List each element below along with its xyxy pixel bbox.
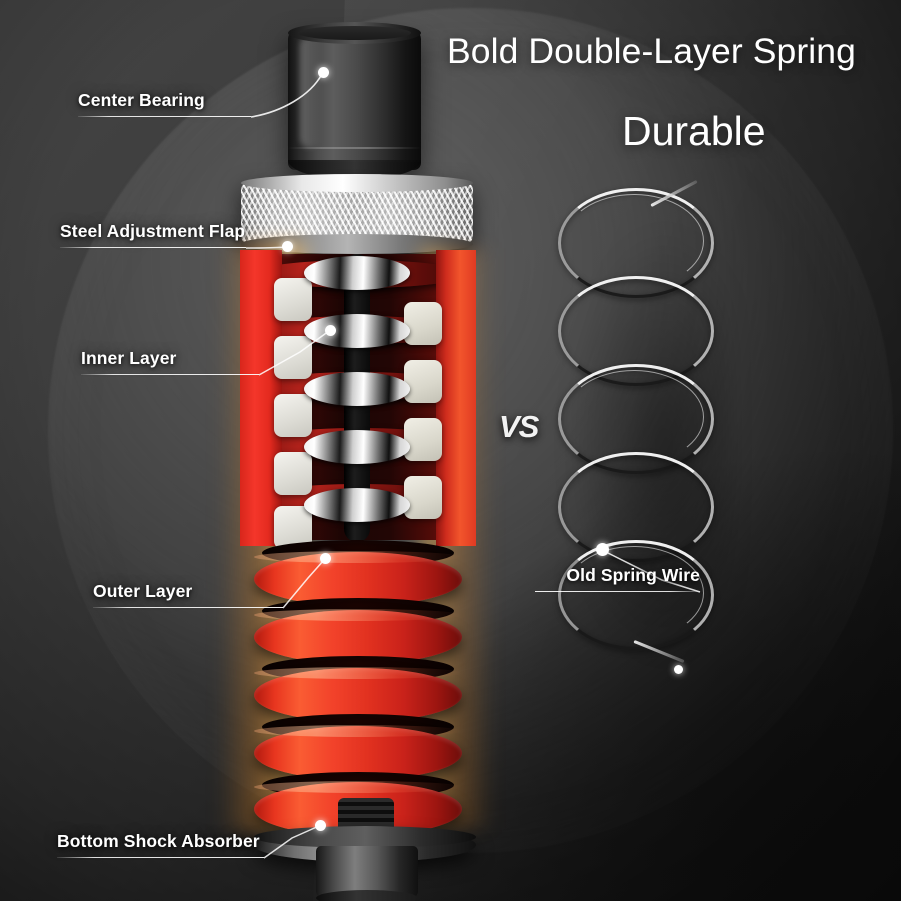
callout-marker-dot <box>319 552 331 564</box>
callout-label: Outer Layer <box>93 581 193 601</box>
callout-marker-dot <box>314 819 326 831</box>
callout-underline <box>57 856 264 858</box>
callout-label: Center Bearing <box>78 90 205 110</box>
callout-marker-dot <box>281 240 293 252</box>
callout-label: Old Spring Wire <box>566 565 700 585</box>
bottom-bushing-base <box>316 890 418 901</box>
coilover-product <box>218 22 500 901</box>
callout-steel-adjustment-flap: Steel Adjustment Flap <box>60 221 246 248</box>
collar-top-rim <box>241 174 473 192</box>
outer-spring-coil <box>254 667 462 722</box>
inner-spring-coil <box>304 256 410 290</box>
cutaway-marker <box>404 476 442 519</box>
callout-bottom-shock-absorber: Bottom Shock Absorber <box>57 831 264 858</box>
inner-spring-coil <box>304 372 410 406</box>
old-spring-highlight <box>564 194 704 288</box>
top-cap-highlight <box>300 36 320 148</box>
vs-label: VS <box>499 409 539 444</box>
inner-spring-coil <box>304 430 410 464</box>
callout-center-bearing: Center Bearing <box>78 90 251 117</box>
callout-label: Inner Layer <box>81 348 177 368</box>
spring-body <box>218 242 494 836</box>
old-spring-coil <box>558 540 714 650</box>
cutaway-marker <box>404 360 442 403</box>
callout-underline <box>78 115 251 117</box>
callout-outer-layer: Outer Layer <box>93 581 283 608</box>
cutaway-marker <box>274 278 312 321</box>
cutaway-marker <box>274 394 312 437</box>
top-cap-groove <box>288 147 421 149</box>
headline-main: Bold Double-Layer Spring <box>447 31 856 71</box>
callout-label: Bottom Shock Absorber <box>57 831 260 851</box>
inner-chrome-spring <box>304 250 410 544</box>
callout-underline <box>93 606 283 608</box>
bottom-mount-plate-face <box>254 826 476 848</box>
top-cap-rim-inner <box>298 26 411 40</box>
outer-spring-coil <box>254 725 462 780</box>
callout-label: Steel Adjustment Flap <box>60 221 246 241</box>
cutaway-marker <box>404 302 442 345</box>
old-spring-highlight <box>564 370 704 464</box>
callout-inner-layer: Inner Layer <box>81 348 259 375</box>
old-spring-highlight <box>564 546 704 640</box>
callout-underline <box>81 373 259 375</box>
inner-spring-coil <box>304 488 410 522</box>
bottom-shock-absorber-bushing <box>316 846 418 898</box>
inner-spring-coil <box>304 314 410 348</box>
cutaway-marker <box>274 452 312 495</box>
outer-wall-right <box>436 250 476 546</box>
callout-marker-dot <box>595 542 609 556</box>
old-spring-wire-product <box>540 179 760 700</box>
cutaway-marker <box>404 418 442 461</box>
callout-marker-dot <box>324 324 336 336</box>
old-spring-tail-dot <box>674 665 683 674</box>
callout-old-spring-wire: Old Spring Wire <box>535 565 700 592</box>
outer-spring-coil <box>254 609 462 664</box>
callout-marker-dot <box>317 66 329 78</box>
headline-sub: Durable <box>622 108 766 154</box>
callout-underline <box>60 246 246 248</box>
callout-underline <box>535 590 700 592</box>
